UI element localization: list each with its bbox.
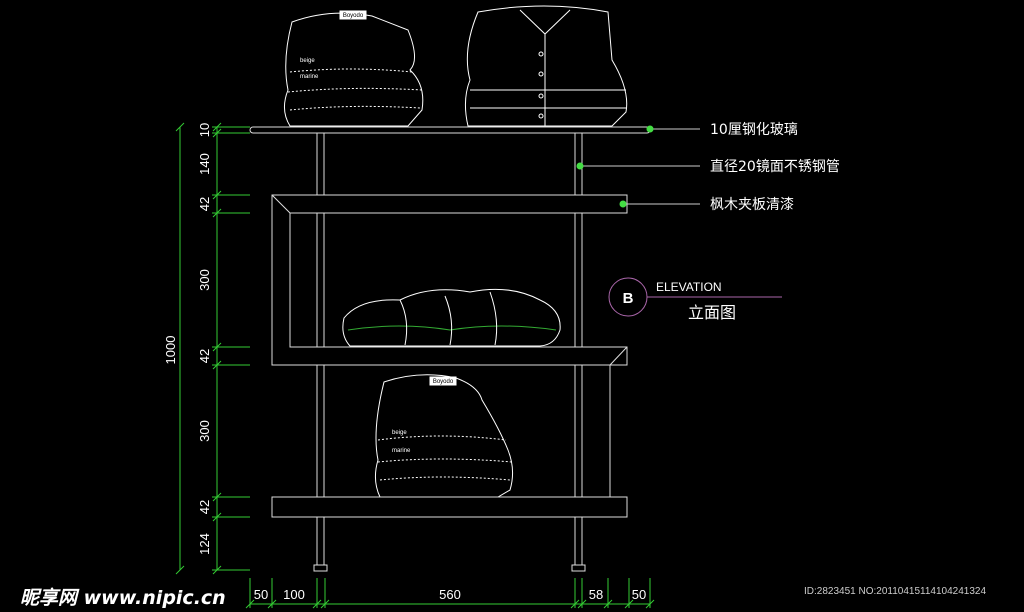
tick-mark — [212, 492, 222, 502]
tick-mark — [570, 599, 580, 609]
tick-mark — [577, 599, 587, 609]
image-id: ID:2823451 NO:20110415114104241324 — [804, 586, 987, 597]
dim-124: 124 — [197, 533, 212, 555]
elevation-marker: B ELEVATION 立面图 — [608, 277, 782, 322]
marine-label: marine — [300, 74, 319, 80]
tick-mark — [212, 190, 222, 200]
beige-label-bottom: beige — [392, 430, 407, 436]
tick-mark — [267, 599, 277, 609]
tick-mark — [603, 599, 613, 609]
tick-mark — [212, 208, 222, 218]
tick-mark — [175, 122, 185, 132]
tick-mark — [212, 128, 222, 138]
elevation-title: ELEVATION — [656, 280, 722, 294]
tick-mark — [175, 565, 185, 575]
marine-label-bottom: marine — [392, 448, 411, 454]
dim-42a: 42 — [197, 197, 212, 211]
beige-label: beige — [300, 58, 315, 64]
dim-300b: 300 — [197, 420, 212, 442]
tick-mark — [312, 599, 322, 609]
callout-dot — [646, 125, 654, 133]
tick-mark — [212, 122, 222, 132]
tick-mark — [212, 512, 222, 522]
vertical-dimension-lines — [175, 122, 250, 575]
folded-sweaters-middle — [342, 288, 561, 347]
tick-mark — [624, 599, 634, 609]
horizontal-dimension-lines — [245, 578, 655, 609]
dim-58: 58 — [589, 587, 603, 602]
tick-mark — [320, 599, 330, 609]
dim-42b: 42 — [197, 349, 212, 363]
dim-560: 560 — [439, 587, 461, 602]
callout-glass: 10厘钢化玻璃 — [710, 121, 798, 138]
elevation-subtitle: 立面图 — [688, 303, 736, 322]
vertical-dimension-labels: 10 140 42 300 42 300 42 124 1000 — [163, 123, 212, 555]
dim-42c: 42 — [197, 500, 212, 514]
brand-tag-label: Boyodo — [343, 13, 364, 19]
tick-mark — [645, 599, 655, 609]
callout-steel-pipe: 直径20镜面不锈钢管 — [710, 158, 840, 175]
dim-100: 100 — [283, 587, 305, 602]
callout-dot — [619, 200, 627, 208]
callouts: 10厘钢化玻璃 直径20镜面不锈钢管 枫木夹板清漆 — [576, 121, 840, 213]
dim-50-left: 50 — [254, 587, 268, 602]
tick-mark — [212, 360, 222, 370]
tick-mark — [212, 342, 222, 352]
folded-shirt-stack-top-right — [464, 5, 628, 127]
tick-mark — [212, 565, 222, 575]
tick-mark — [245, 599, 255, 609]
dim-50-right: 50 — [632, 587, 646, 602]
dim-140: 140 — [197, 153, 212, 175]
watermark: 昵享网 www.nipic.cn — [20, 587, 226, 609]
folded-sweater-stack-top-left: Boyodo beige marine — [284, 10, 424, 127]
brand-tag-label-bottom: Boyodo — [433, 379, 454, 385]
glass-shelf — [249, 126, 651, 134]
callout-maple-board: 枫木夹板清漆 — [710, 197, 794, 213]
callout-dot — [576, 162, 584, 170]
folded-sweater-stack-bottom: Boyodo beige marine — [374, 374, 514, 498]
dim-300a: 300 — [197, 269, 212, 291]
rack — [249, 126, 651, 572]
dim-1000: 1000 — [163, 336, 178, 365]
maple-board-frame — [271, 194, 628, 518]
dim-10: 10 — [197, 123, 212, 137]
elevation-letter: B — [623, 290, 634, 307]
